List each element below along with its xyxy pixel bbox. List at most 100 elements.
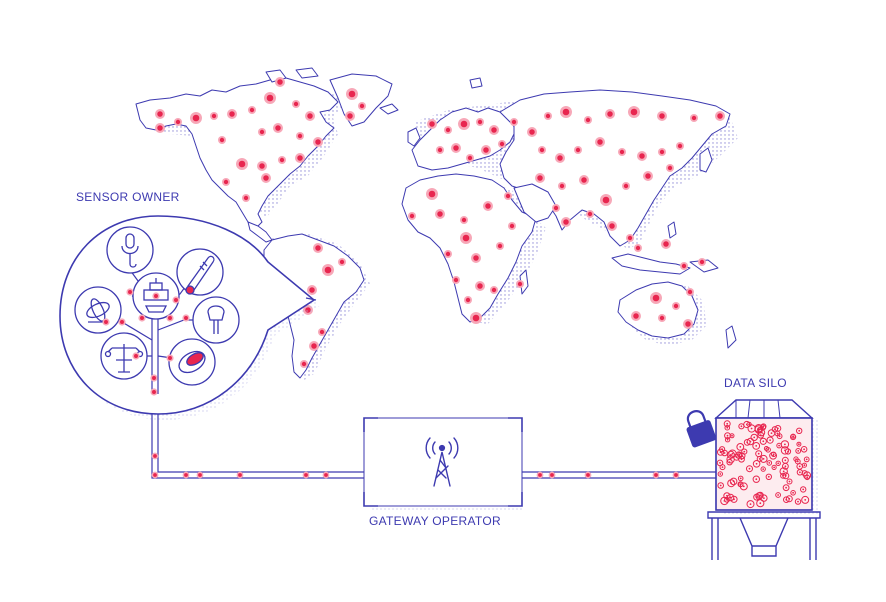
silo-particle-core <box>726 422 729 425</box>
map-node <box>622 182 630 190</box>
map-node <box>218 136 226 144</box>
silo-particle-core <box>726 426 729 429</box>
silo-particle-core <box>788 480 791 483</box>
map-node <box>300 360 308 368</box>
silo-particle-core <box>743 450 746 453</box>
silo-particle-core <box>803 472 806 475</box>
silo-particle <box>724 437 731 443</box>
map-node <box>307 285 317 295</box>
silo-particle <box>726 450 735 459</box>
silo-particle-core <box>719 451 722 454</box>
tree-node <box>118 318 126 326</box>
silo-particle <box>729 477 738 486</box>
silo-particle <box>737 481 744 488</box>
continent-australia <box>617 281 699 339</box>
silo-particle <box>752 475 760 483</box>
silo-particle-core <box>755 478 758 481</box>
silo-particle-core <box>805 458 808 461</box>
silo-particle-core <box>792 436 794 438</box>
link-node <box>536 471 544 479</box>
silo-particle-core <box>755 496 758 498</box>
weather-station-icon <box>100 332 148 380</box>
data-silo <box>686 399 821 560</box>
silo-particle-core <box>803 448 805 451</box>
silo-particle-core <box>742 485 745 488</box>
map-node <box>686 288 694 296</box>
island-uk <box>407 127 421 147</box>
tree-node <box>166 354 174 362</box>
map-node <box>628 106 640 118</box>
link-node <box>548 471 556 479</box>
silo-particle <box>783 496 790 504</box>
map-node <box>552 204 560 212</box>
silo-particle-core <box>806 476 809 479</box>
map-node <box>257 161 267 171</box>
silo-particle <box>771 464 777 470</box>
silo-data-particles <box>716 420 812 509</box>
map-node <box>346 88 358 100</box>
silo-particle <box>795 448 802 454</box>
map-node <box>466 154 474 162</box>
silo-particle <box>766 436 774 444</box>
silo-particle-core <box>740 425 743 428</box>
silo-particle-core <box>750 427 753 430</box>
link-node <box>182 471 190 479</box>
map-node <box>555 153 565 163</box>
map-node <box>498 140 506 148</box>
silo-particle <box>803 456 810 463</box>
silo-particle-core <box>767 475 770 478</box>
map-node <box>318 328 326 336</box>
silo-particle <box>720 496 729 506</box>
silo-particle-core <box>778 435 781 438</box>
silo-particle <box>793 456 799 462</box>
silo-particle-core <box>762 440 765 443</box>
island-japan <box>699 147 713 173</box>
map-node <box>558 182 566 190</box>
map-node <box>607 221 617 231</box>
silo-particle <box>717 448 725 456</box>
silo-particle-core <box>746 441 749 444</box>
silo-particle <box>804 474 811 481</box>
map-node <box>561 217 571 227</box>
map-node <box>155 109 165 119</box>
tree-node <box>172 296 180 304</box>
map-node <box>210 112 218 120</box>
gateway-box <box>363 417 523 512</box>
map-node <box>481 145 491 155</box>
map-node <box>305 111 315 121</box>
silo-particle <box>790 490 796 496</box>
continent-africa <box>401 173 537 323</box>
island-madagascar <box>519 269 529 295</box>
map-node <box>190 112 202 124</box>
silo-particle <box>750 433 758 442</box>
silo-particle-core <box>739 483 742 486</box>
silo-stand <box>707 511 821 560</box>
map-node <box>676 142 684 150</box>
silo-particle <box>741 448 748 455</box>
map-node <box>470 312 482 324</box>
silo-particle <box>801 462 808 468</box>
silo-particle <box>736 443 745 451</box>
map-node <box>586 210 594 218</box>
map-node <box>544 112 552 120</box>
silo-particle <box>785 495 793 503</box>
tree-node <box>102 318 110 326</box>
map-nodes <box>155 77 725 368</box>
map-node <box>248 106 256 114</box>
tree-node <box>150 388 158 396</box>
silo-particle <box>717 471 723 477</box>
map-node <box>296 132 304 140</box>
silo-particle-core <box>730 453 732 456</box>
silo-particle <box>775 492 781 498</box>
silo-particle-core <box>762 468 765 470</box>
gyroscope-icon <box>74 286 122 334</box>
map-node <box>464 296 472 304</box>
silo-particle <box>794 498 802 505</box>
map-node <box>666 164 674 172</box>
silo-particle-core <box>759 502 762 505</box>
map-node <box>650 292 662 304</box>
silo-particle <box>754 424 764 433</box>
silo-particle-core <box>802 488 805 491</box>
map-node <box>527 127 537 137</box>
silo-particle <box>771 451 777 457</box>
